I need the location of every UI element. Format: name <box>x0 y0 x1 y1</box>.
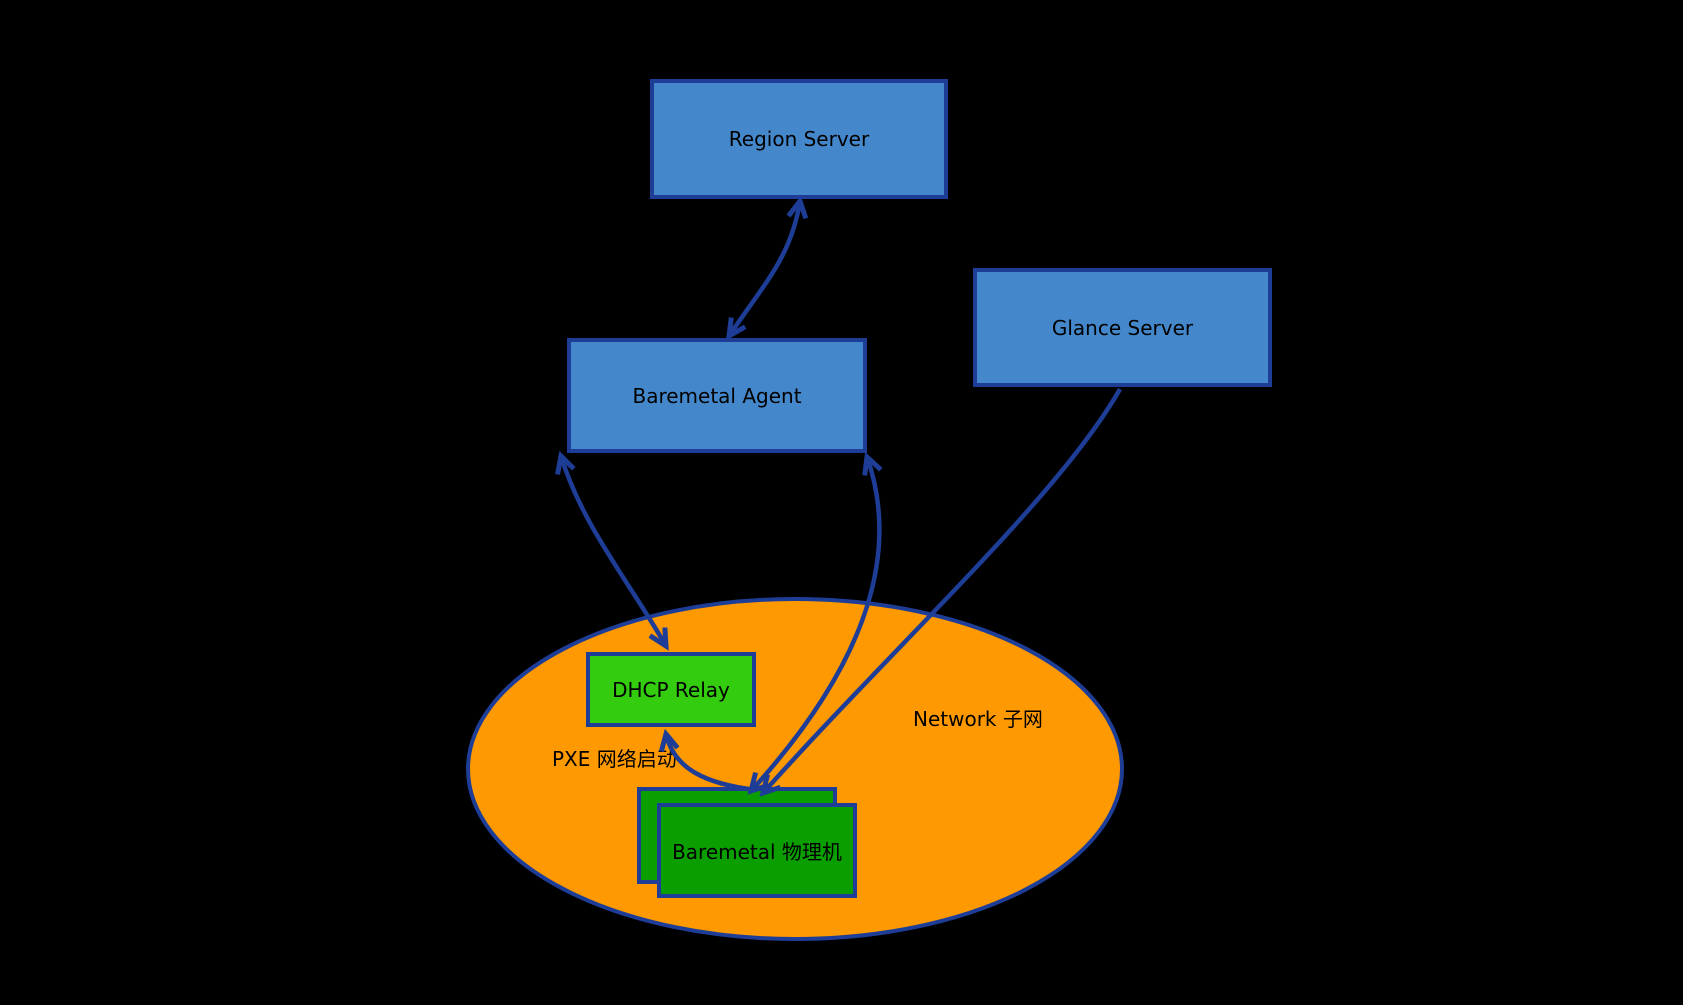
baremetal-agent-label: Baremetal Agent <box>632 383 802 408</box>
baremetal-agent-node: Baremetal Agent <box>567 338 867 453</box>
glance-server-node: Glance Server <box>973 268 1272 387</box>
pxe-boot-label: PXE 网络启动 <box>552 747 677 771</box>
subnet-label: Network 子网 <box>913 707 1043 731</box>
baremetal-host-node: Baremetal 物理机 <box>657 803 857 898</box>
baremetal-host-label: Baremetal 物理机 <box>672 840 842 864</box>
region-server-node: Region Server <box>650 79 948 199</box>
region-server-label: Region Server <box>728 127 870 151</box>
dhcp-relay-node: DHCP Relay <box>586 652 756 727</box>
dhcp-relay-label: DHCP Relay <box>612 677 730 702</box>
glance-server-label: Glance Server <box>1051 315 1194 340</box>
